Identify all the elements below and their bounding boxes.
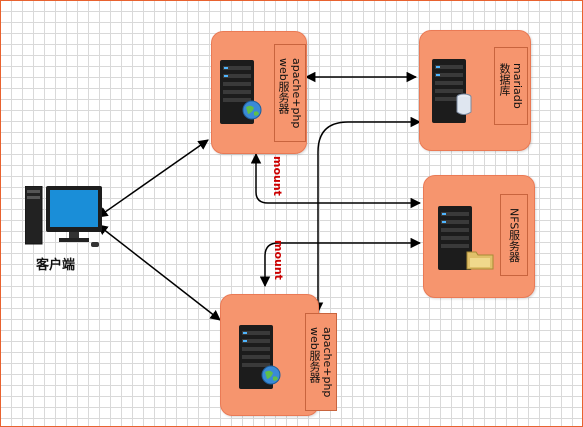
web-server-1-node[interactable]: apache+php web服务器	[211, 31, 307, 154]
web-server-2-label: apache+php web服务器	[305, 313, 337, 411]
server-icon	[438, 206, 472, 270]
database-node[interactable]: mariadb 数据库	[419, 30, 531, 151]
edge-client-web2	[97, 224, 221, 321]
database-cylinder-icon	[456, 93, 472, 115]
client-label: 客户端	[36, 258, 76, 273]
desktop-computer-icon[interactable]	[25, 186, 105, 248]
globe-icon	[242, 100, 262, 120]
web-server-2-node[interactable]: apache+php web服务器	[220, 294, 337, 416]
folder-icon	[466, 251, 494, 270]
web-server-1-label: apache+php web服务器	[274, 44, 306, 142]
edge-web1-nfs	[250, 152, 422, 209]
nfs-server-label: NFS服务器	[500, 194, 528, 276]
database-label: mariadb 数据库	[494, 47, 528, 125]
mount-label-bottom: mount	[272, 240, 285, 280]
mount-label-top: mount	[271, 156, 284, 196]
edge-web2-db	[312, 116, 422, 314]
edge-client-web1	[97, 139, 209, 218]
edge-web2-nfs	[259, 237, 422, 288]
globe-icon	[261, 365, 281, 385]
nfs-server-node[interactable]: NFS服务器	[423, 175, 535, 298]
